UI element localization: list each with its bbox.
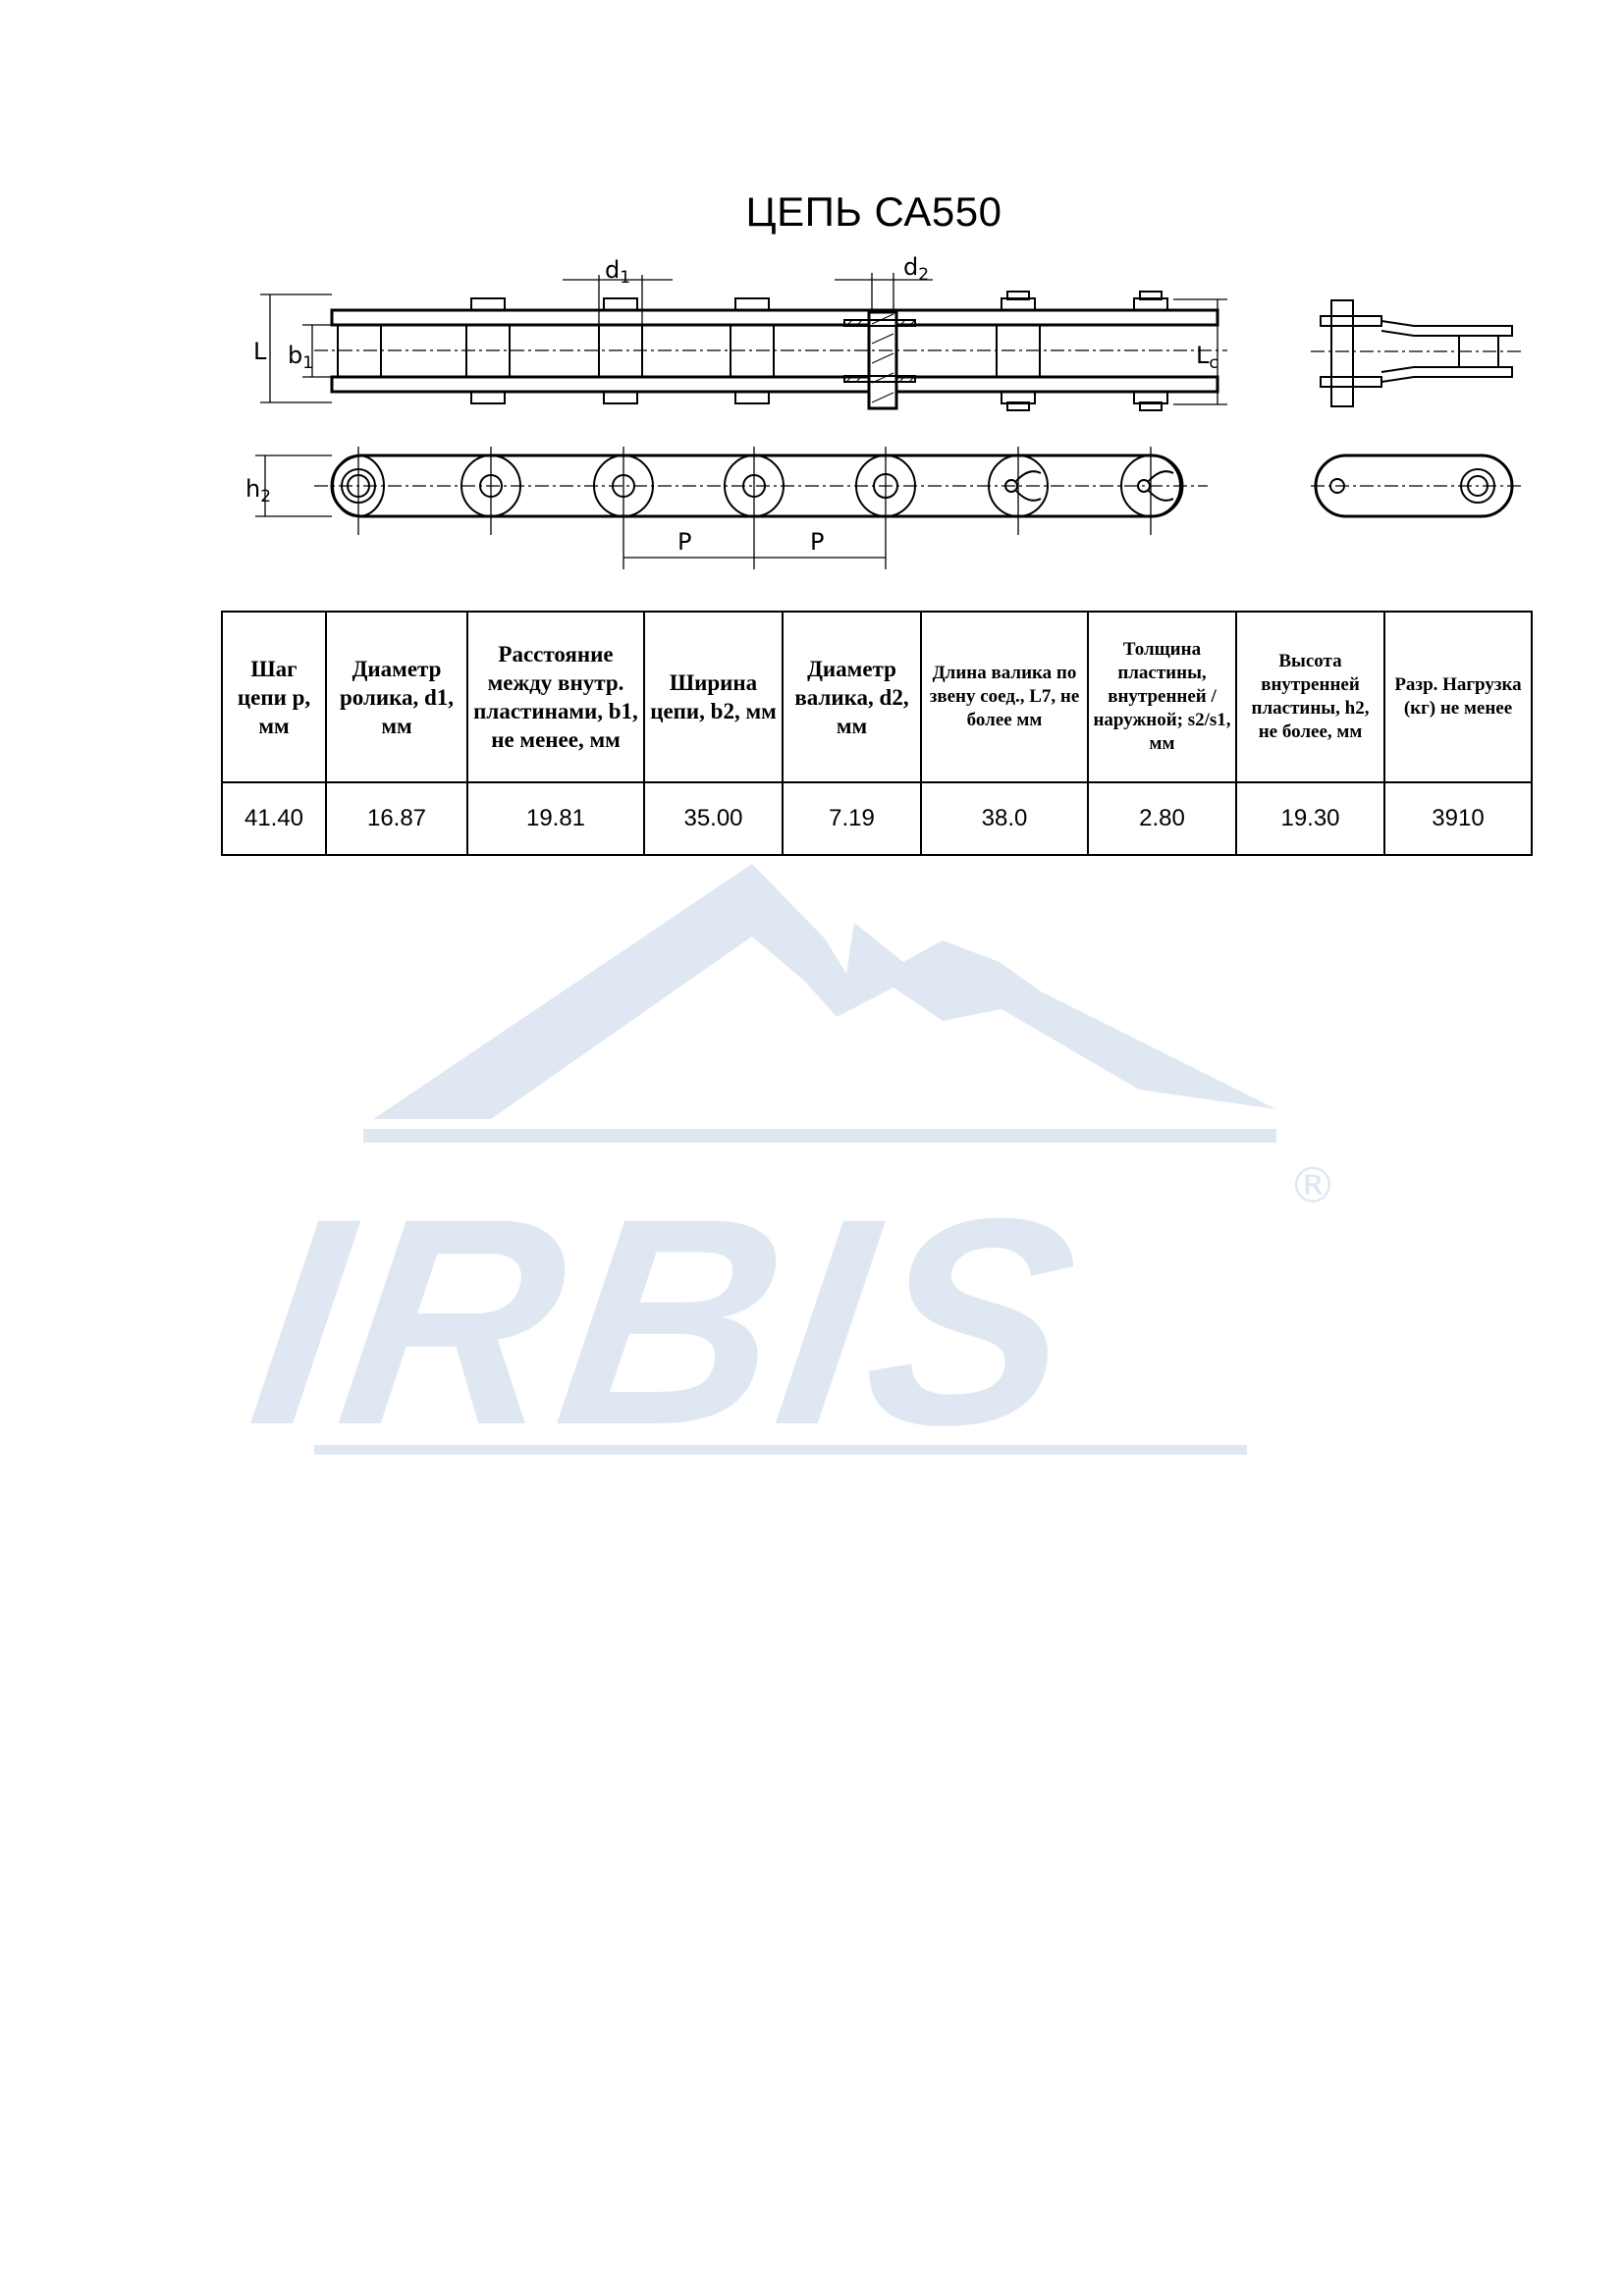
dim-label-L: L <box>253 338 267 365</box>
page-title: ЦЕПЬ СА550 <box>745 188 1002 235</box>
irbis-logo-watermark: IRBIS ® <box>237 864 1337 1486</box>
cell-plate-thickness: 2.80 <box>1087 781 1237 856</box>
cell-plate-height: 19.30 <box>1235 781 1385 856</box>
dim-label-P-1: P <box>677 528 691 556</box>
col-header-plate-thickness: Толщина пластины, внутренней /наружной; … <box>1087 611 1237 783</box>
top-view-chain <box>260 273 1227 411</box>
col-header-chain-width: Ширина цепи, b2, мм <box>643 611 784 783</box>
dim-label-b1: b1 <box>288 342 313 373</box>
side-view-dimension-labels: h2 P P <box>245 475 824 556</box>
col-header-pitch: Шаг цепи p, мм <box>221 611 327 783</box>
cell-inner-width: 19.81 <box>466 781 645 856</box>
cell-pin-length: 38.0 <box>920 781 1089 856</box>
registered-mark: ® <box>1288 1157 1337 1214</box>
col-header-pin-length: Длина валика по звену соед., L7, не боле… <box>920 611 1089 783</box>
dim-label-d1: d1 <box>605 256 630 288</box>
dim-label-Lc: Lc <box>1196 342 1218 373</box>
end-view-chain <box>1311 299 1522 407</box>
cell-chain-width: 35.00 <box>643 781 784 856</box>
spec-table: Шаг цепи p, мм Диаметр ролика, d1, мм Ра… <box>221 611 1533 856</box>
dim-label-P-2: P <box>810 528 824 556</box>
dim-label-d2: d2 <box>903 253 929 285</box>
mountain-icon <box>363 864 1276 1143</box>
logo-underline <box>314 1445 1247 1455</box>
top-view-dimension-labels: L b1 d1 d2 Lc <box>253 253 1218 373</box>
spec-table-header-row: Шаг цепи p, мм Диаметр ролика, d1, мм Ра… <box>221 611 1533 783</box>
logo-wordmark: IRBIS <box>237 1156 1098 1485</box>
col-header-inner-width: Расстояние между внутр. пластинами, b1, … <box>466 611 645 783</box>
chain-drawing: L b1 d1 d2 Lc <box>245 253 1522 569</box>
col-header-roller-diameter: Диаметр ролика, d1, мм <box>325 611 468 783</box>
col-header-pin-diameter: Диаметр валика, d2, мм <box>782 611 922 783</box>
cell-breaking-load: 3910 <box>1383 781 1533 856</box>
cell-pitch: 41.40 <box>221 781 327 856</box>
col-header-plate-height: Высота внутренней пластины, h2, не более… <box>1235 611 1385 783</box>
end-view-side-chain <box>1311 454 1522 518</box>
table-row: 41.40 16.87 19.81 35.00 7.19 38.0 2.80 1… <box>221 781 1533 856</box>
cell-roller-diameter: 16.87 <box>325 781 468 856</box>
cell-pin-diameter: 7.19 <box>782 781 922 856</box>
side-view-chain <box>255 447 1208 569</box>
dim-label-h2: h2 <box>245 475 271 507</box>
col-header-breaking-load: Разр. Нагрузка (кг) не менее <box>1383 611 1533 783</box>
